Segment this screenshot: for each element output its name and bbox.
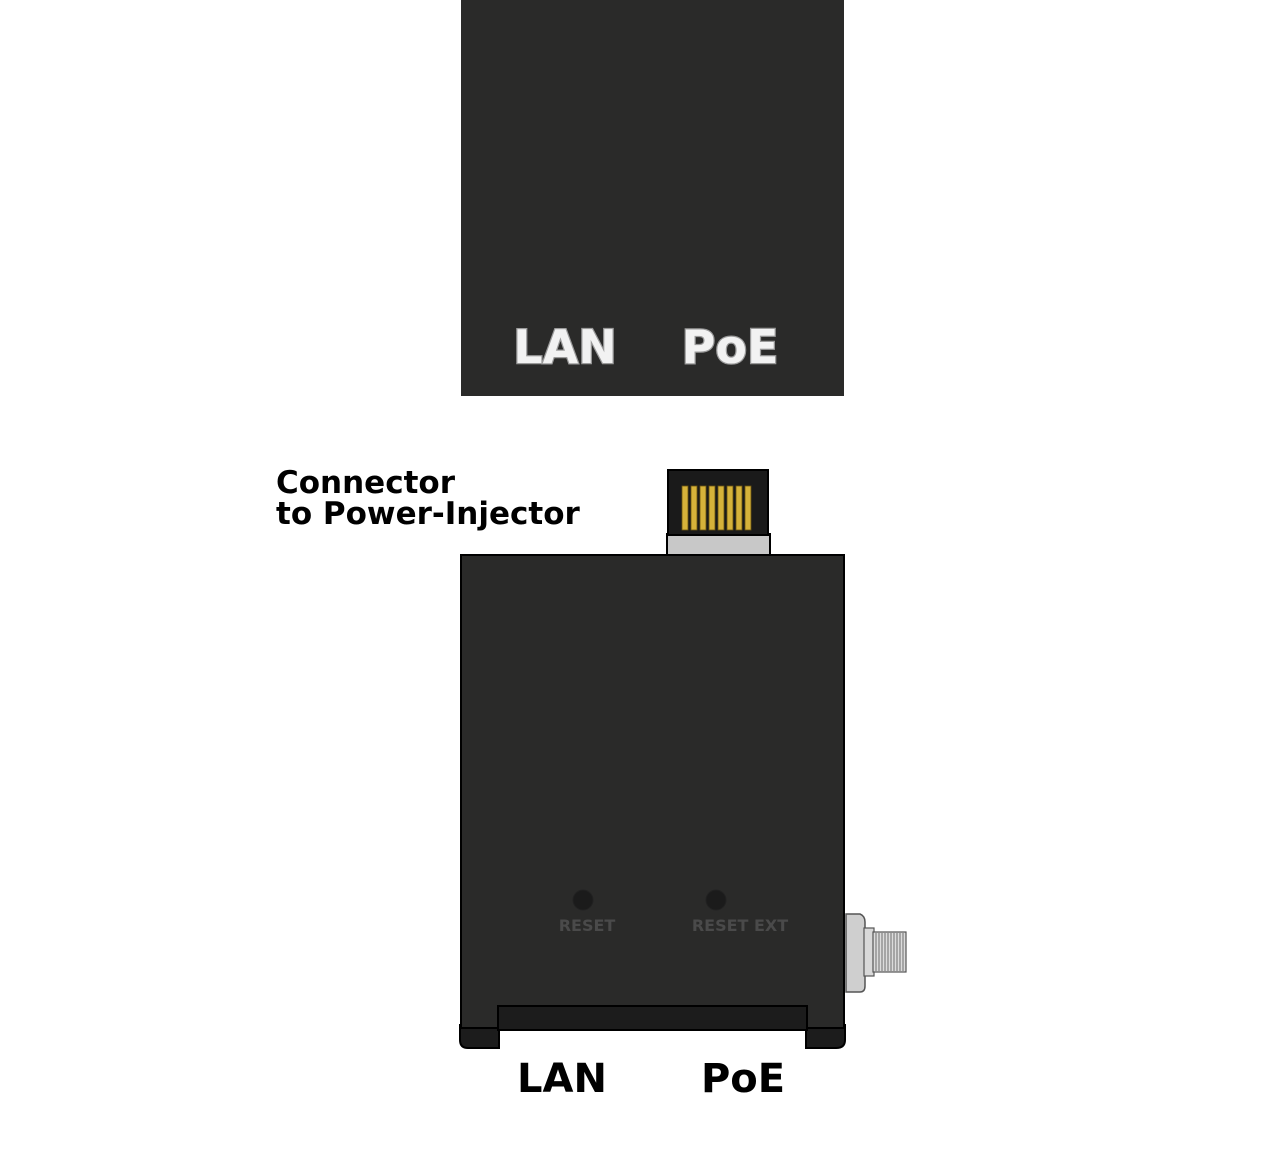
rj45-contact-pin [744, 485, 752, 531]
top-panel-poe-label: PoE [682, 320, 779, 374]
reset-ext-button[interactable] [705, 889, 727, 911]
antenna-thread-lines [875, 933, 904, 971]
rj45-contacts [681, 485, 752, 531]
top-panel: LAN PoE [461, 0, 844, 396]
bottom-lan-label: LAN [517, 1056, 607, 1102]
top-panel-housing [461, 0, 844, 396]
rj45-contact-pin [690, 485, 698, 531]
bottom-port-labels: LAN PoE [517, 1056, 785, 1102]
reset-button[interactable] [572, 889, 594, 911]
rj45-connector-base [666, 533, 771, 557]
device-foot-right [805, 1024, 846, 1049]
device-housing [459, 554, 846, 1049]
rj45-contact-pin [708, 485, 716, 531]
bottom-poe-label: PoE [701, 1056, 785, 1102]
top-panel-lan-label: LAN [513, 320, 616, 374]
rj45-contact-pin [699, 485, 707, 531]
reset-controls: RESET RESET EXT [559, 889, 788, 935]
antenna-connector [845, 913, 907, 993]
callout-line-1: Connector [276, 465, 456, 501]
antenna-connector-nut [845, 913, 866, 993]
rj45-contact-pin [717, 485, 725, 531]
callout-line-2: to Power-Injector [276, 496, 580, 532]
connector-callout: Connector to Power-Injector [276, 465, 580, 532]
reset-ext-label: RESET EXT [692, 916, 788, 935]
rj45-contact-pin [735, 485, 743, 531]
rj45-contact-pin [726, 485, 734, 531]
device-port-recess [497, 1005, 808, 1031]
device-body [460, 554, 845, 1029]
rj45-contact-pin [681, 485, 689, 531]
rj45-connector [666, 469, 771, 557]
reset-label: RESET [559, 916, 616, 935]
antenna-connector-thread [872, 931, 907, 973]
device-foot-left [459, 1024, 500, 1049]
